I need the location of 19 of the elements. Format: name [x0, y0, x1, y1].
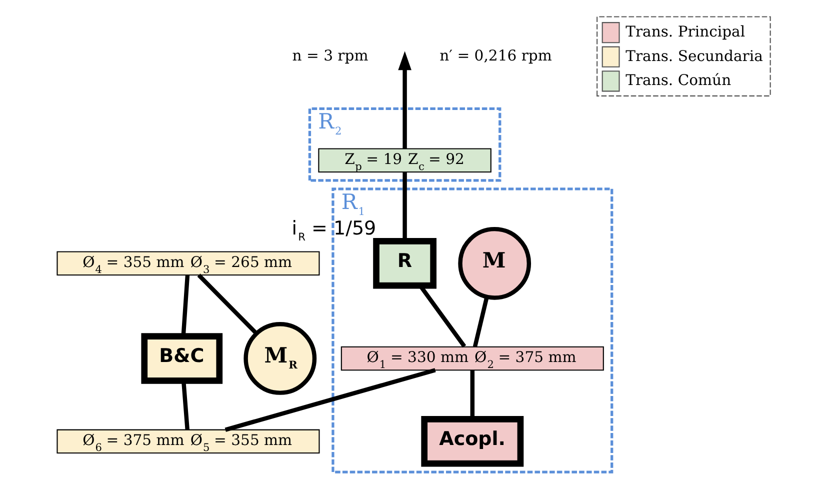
legend-label: Trans. Común	[625, 72, 731, 90]
node-box: B&C	[140, 333, 222, 384]
node-box: Ø$_{6}$ = 375 mm Ø$_{5}$ = 355 mm	[56, 429, 320, 454]
node-box: Ø$_{1}$ = 330 mm Ø$_{2}$ = 375 mm	[340, 346, 604, 371]
node-circle: M$_{R}$	[243, 322, 316, 395]
node-circle: M	[458, 226, 531, 300]
connector	[180, 274, 190, 336]
legend-label: Trans. Principal	[625, 23, 745, 40]
arrow	[398, 51, 411, 149]
label: n = 3 rpm	[292, 47, 368, 64]
label: n′ = 0,216 rpm	[439, 47, 552, 64]
node-box: Acopl.	[420, 416, 524, 467]
node-box: R	[372, 238, 436, 289]
node-box: Ø$_{4}$ = 355 mm Ø$_{3}$ = 265 mm	[56, 251, 320, 276]
connector	[180, 380, 189, 430]
connector	[472, 296, 488, 348]
connector	[224, 368, 436, 432]
connector	[196, 274, 258, 335]
legend-label: Trans. Secundaria	[625, 48, 762, 65]
